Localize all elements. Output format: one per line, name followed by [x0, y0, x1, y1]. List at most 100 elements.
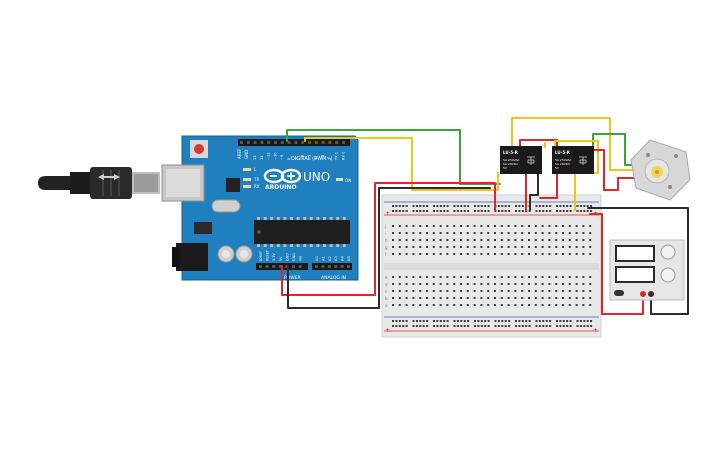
pin-label: ~3	[321, 155, 325, 160]
relay-spec: 5A 250VAC	[503, 158, 520, 162]
relay-spec: 5A 250VAC	[555, 158, 572, 162]
plus-label: +	[385, 210, 390, 217]
pin-label: ~5	[307, 155, 311, 160]
positive-terminal[interactable]	[640, 291, 646, 297]
pin-label: A3	[334, 256, 338, 261]
wire-yellow[interactable]	[511, 117, 637, 171]
wire-black[interactable]	[529, 169, 539, 211]
row-letter: i	[385, 231, 386, 236]
pin-label: 13	[253, 155, 257, 160]
row-letter: f	[385, 252, 387, 257]
digital-header	[238, 139, 350, 146]
voltage-knob[interactable]	[660, 244, 676, 260]
wire-red[interactable]	[589, 213, 644, 315]
dc-motor[interactable]	[630, 139, 691, 201]
pin-label: 2	[328, 158, 332, 160]
pin-label: GND	[285, 253, 289, 261]
gnd-label: GND	[244, 150, 249, 159]
relay-symbol-icon	[527, 156, 535, 165]
negative-terminal[interactable]	[648, 291, 654, 297]
wire-yellow[interactable]	[554, 140, 599, 211]
model-text: UNO	[303, 170, 330, 184]
pin-label: 3.3V	[272, 253, 276, 261]
pin-label: ~11	[267, 152, 271, 160]
pin-label: ~9	[280, 154, 284, 160]
arduino-logo	[263, 168, 302, 184]
power-supply[interactable]	[609, 239, 685, 301]
analog-header	[312, 263, 352, 270]
row-letter: a	[385, 303, 388, 308]
l-led	[243, 168, 251, 171]
pin-label: ~10	[273, 152, 277, 160]
pin-label: 8	[287, 157, 291, 160]
pin-label: 7	[294, 158, 298, 160]
row-letter: e	[385, 275, 388, 280]
pin-label: IOREF	[259, 251, 263, 261]
brand-text: ARDUINO	[265, 184, 296, 191]
pin-label: A2	[328, 256, 332, 261]
row-letter: j	[384, 224, 386, 229]
usb-icon	[98, 174, 120, 180]
wire-black[interactable]	[287, 187, 491, 309]
pin-label: A5	[347, 256, 351, 261]
pin-label: ~6	[301, 154, 305, 160]
digital-label: DIGITAL (PWM~)	[291, 156, 333, 162]
wire-green[interactable]	[592, 133, 637, 166]
tx-led	[243, 178, 251, 181]
pin-label: 5V	[279, 256, 283, 261]
relay-title: LU-5-R	[503, 150, 518, 155]
relay-2[interactable]: LU-5-R 5A 250VAC 5A 28VDC 5V	[552, 146, 594, 174]
tx-label: TX	[253, 177, 259, 182]
relay-spec: 5A 28VDC	[503, 162, 518, 166]
pin-label: TX 1	[335, 152, 339, 161]
power-label: POWER	[284, 275, 301, 281]
center-channel	[384, 263, 599, 270]
relay-spec: 5A 28VDC	[555, 162, 570, 166]
pin-label: 12	[260, 155, 264, 160]
analog-label: ANALOG IN	[321, 275, 346, 281]
atmega-chip	[254, 220, 350, 244]
row-letter: h	[385, 238, 388, 243]
pin-label: 4	[314, 157, 318, 160]
wire-red[interactable]	[281, 182, 496, 296]
on-led	[336, 178, 343, 181]
row-letter: b	[385, 296, 388, 301]
l-label: L	[254, 167, 257, 172]
power-switch[interactable]	[614, 290, 624, 296]
rx-led	[243, 185, 251, 188]
pin-label: RX 0	[341, 151, 345, 160]
pin-label: A4	[341, 256, 345, 261]
usb-chip	[226, 178, 240, 192]
relay-spec: 5V	[555, 166, 560, 170]
pin-label: A1	[321, 256, 325, 261]
power-jack	[176, 243, 208, 271]
plus-label: +	[593, 327, 598, 334]
wire-yellow[interactable]	[304, 137, 499, 191]
rx-label: RX	[254, 184, 260, 189]
crystal	[211, 199, 241, 213]
aref-label: AREF	[237, 148, 242, 159]
current-knob[interactable]	[660, 267, 676, 283]
pin-label: Vin	[299, 256, 303, 261]
row-letter: d	[385, 282, 388, 287]
relay-1[interactable]: LU-5-R 5A 250VAC 5A 28VDC 5V	[500, 146, 542, 174]
relay-symbol-icon	[579, 156, 587, 165]
relay-spec: 5V	[503, 166, 508, 170]
wire-black[interactable]	[587, 207, 689, 315]
row-letter: g	[385, 245, 388, 250]
usb-cable	[38, 167, 160, 199]
relay-title: LU-5-R	[555, 150, 570, 155]
pin-label: GND	[292, 253, 296, 261]
plus-label: +	[385, 327, 390, 334]
pin-label: A0	[315, 256, 319, 261]
on-label: ON	[345, 178, 351, 183]
row-letter: c	[385, 289, 387, 294]
pin-label: RESET	[266, 249, 270, 261]
